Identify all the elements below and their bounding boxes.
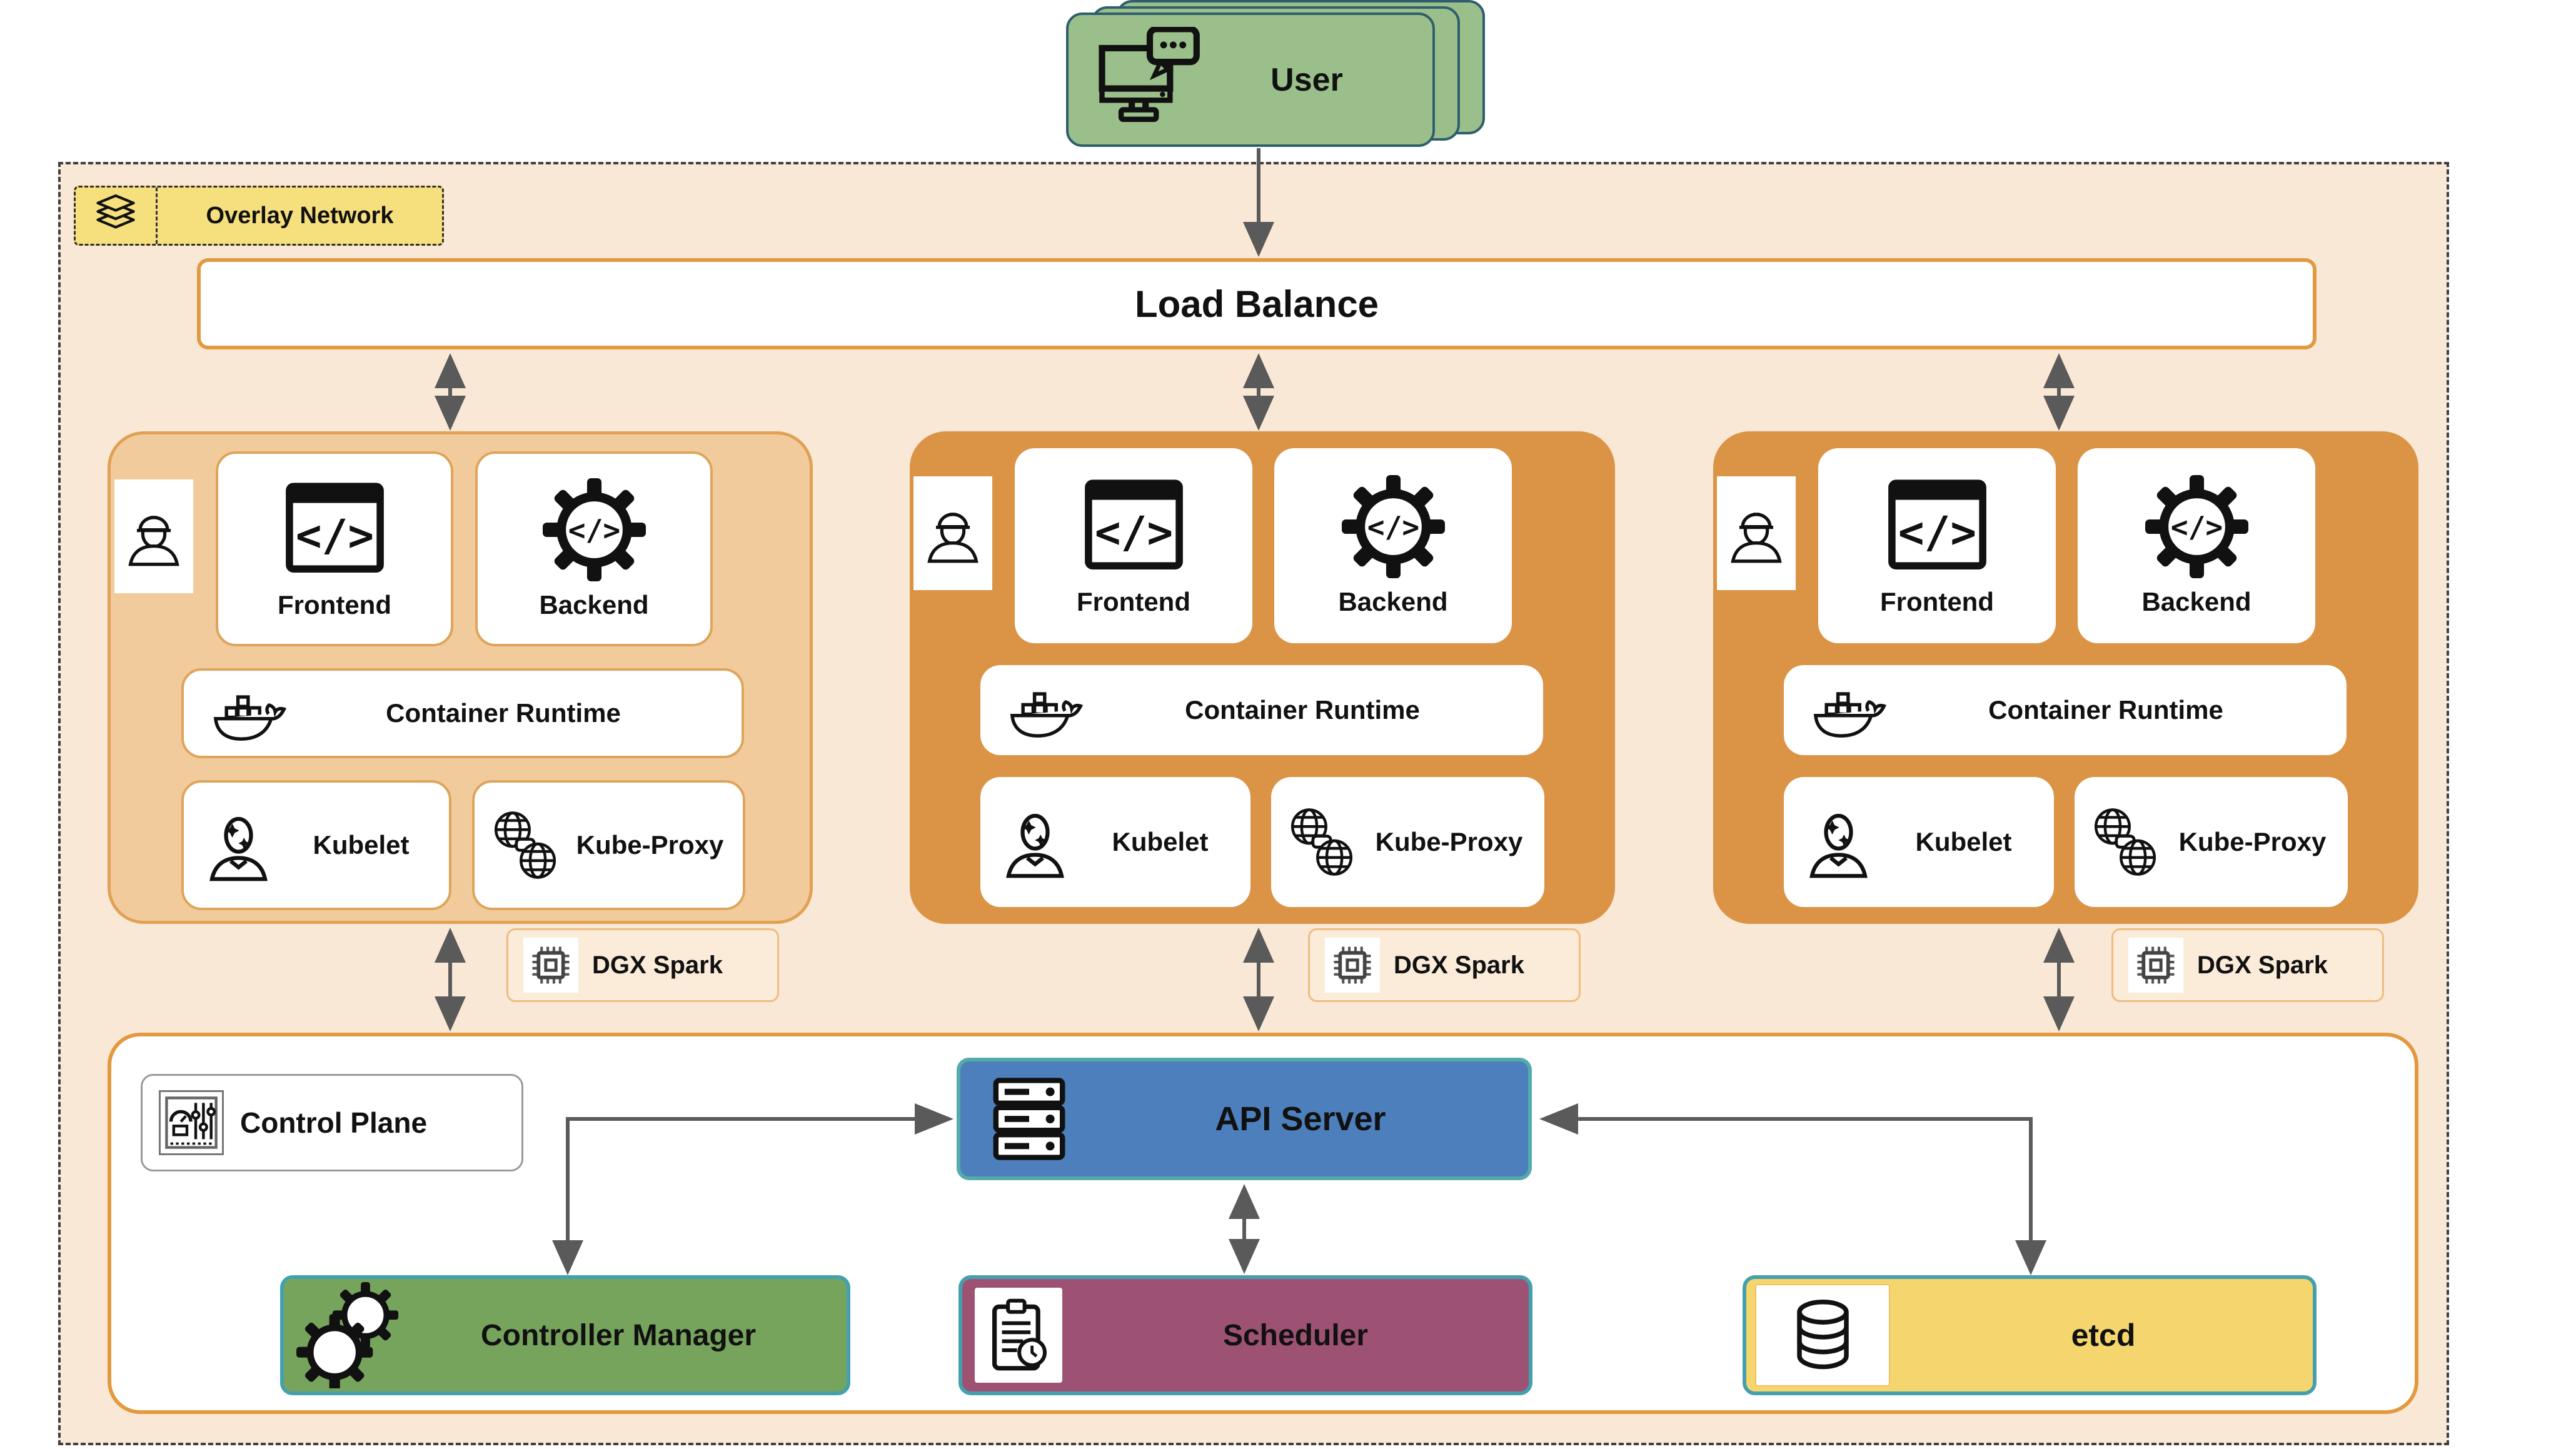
control-plane-badge: Control Plane (141, 1074, 523, 1171)
container-runtime-box: Container Runtime (980, 665, 1543, 755)
worker-icon (114, 479, 193, 593)
arrow-user-to-lb-head (1243, 222, 1274, 257)
etcd-label: etcd (2071, 1318, 2136, 1353)
control-plane-icon (159, 1090, 224, 1155)
database-icon (1755, 1284, 1890, 1386)
kubelet-box: Kubelet (181, 780, 451, 910)
worker-node-3: Frontend Backend Container Runtime Kubel… (1713, 431, 2418, 924)
kubelet-label: Kubelet (1915, 827, 2012, 856)
container-runtime-label: Container Runtime (1988, 695, 2223, 724)
dgx-spark-label-3: DGX Spark (2111, 928, 2384, 1002)
code-window-icon (1082, 475, 1185, 578)
dgx-spark-text: DGX Spark (2197, 951, 2328, 979)
chip-icon (523, 938, 578, 993)
controller-manager-box: Controller Manager (280, 1275, 850, 1395)
frontend-box: Frontend (216, 451, 453, 646)
kubelet-person-icon (1799, 803, 1878, 881)
scheduler-label: Scheduler (1222, 1318, 1369, 1352)
kubelet-box: Kubelet (980, 777, 1250, 907)
docker-whale-icon (1809, 676, 1890, 745)
controller-manager-label: Controller Manager (480, 1318, 757, 1352)
docker-whale-icon (1005, 676, 1087, 745)
kubelet-person-icon (996, 803, 1074, 881)
kube-proxy-globes-icon (488, 808, 562, 882)
worker-icon (1717, 476, 1796, 590)
dgx-spark-text: DGX Spark (592, 951, 723, 979)
kube-proxy-label: Kube-Proxy (576, 830, 724, 860)
dgx-spark-label-2: DGX Spark (1308, 928, 1581, 1002)
backend-label: Backend (1338, 586, 1448, 616)
kubelet-label: Kubelet (313, 830, 410, 860)
arrow-user-to-lb-shaft (1257, 148, 1260, 222)
load-balancer-label: Load Balance (1134, 283, 1379, 325)
frontend-label: Frontend (1077, 586, 1190, 616)
kube-proxy-globes-icon (2088, 805, 2162, 879)
gear-code-icon (543, 478, 646, 581)
clipboard-clock-icon (975, 1288, 1062, 1383)
code-window-icon (1886, 475, 1989, 578)
etcd-box: etcd (1743, 1275, 2317, 1395)
gear-code-icon (1342, 475, 1445, 578)
kube-proxy-box: Kube-Proxy (472, 780, 745, 910)
backend-box: Backend (475, 451, 713, 646)
backend-box: Backend (2078, 448, 2315, 643)
api-server-label: API Server (1215, 1100, 1386, 1138)
code-window-icon (283, 478, 386, 581)
container-runtime-box: Container Runtime (181, 668, 744, 758)
frontend-box: Frontend (1015, 448, 1252, 643)
layers-icon (76, 188, 158, 244)
docker-whale-icon (209, 679, 290, 748)
scheduler-box: Scheduler (958, 1275, 1532, 1395)
kubelet-person-icon (199, 806, 278, 885)
overlay-network-label: Overlay Network (206, 202, 394, 229)
worker-icon (913, 476, 992, 590)
frontend-label: Frontend (278, 589, 391, 619)
dgx-spark-text: DGX Spark (1394, 951, 1524, 979)
server-rack-icon (985, 1075, 1073, 1163)
kube-proxy-label: Kube-Proxy (2178, 827, 2327, 856)
frontend-label: Frontend (1880, 586, 1994, 616)
container-runtime-box: Container Runtime (1784, 665, 2347, 755)
chip-icon (2128, 938, 2183, 993)
gears-icon (296, 1282, 403, 1388)
monitor-chat-icon (1097, 27, 1203, 133)
container-runtime-label: Container Runtime (386, 698, 621, 728)
backend-label: Backend (2141, 586, 2251, 616)
kubelet-label: Kubelet (1112, 827, 1209, 856)
load-balancer-box: Load Balance (197, 258, 2317, 349)
dgx-spark-label-1: DGX Spark (506, 928, 779, 1002)
backend-box: Backend (1274, 448, 1512, 643)
backend-label: Backend (539, 589, 649, 619)
worker-node-1: Frontend Backend Container Runtime Kubel… (108, 431, 813, 924)
kube-proxy-label: Kube-Proxy (1375, 827, 1523, 856)
frontend-box: Frontend (1818, 448, 2056, 643)
chip-icon (1325, 938, 1380, 993)
kube-proxy-globes-icon (1285, 805, 1359, 879)
control-plane-label: Control Plane (240, 1106, 428, 1139)
worker-node-2: Frontend Backend Container Runtime Kubel… (910, 431, 1615, 924)
kube-proxy-box: Kube-Proxy (1271, 777, 1544, 907)
container-runtime-label: Container Runtime (1185, 695, 1420, 724)
api-server-box: API Server (957, 1058, 1532, 1180)
user-label: User (1270, 61, 1343, 98)
kubelet-box: Kubelet (1784, 777, 2054, 907)
kube-proxy-box: Kube-Proxy (2075, 777, 2348, 907)
overlay-network-chip: Overlay Network (74, 186, 444, 246)
user-card: User (1066, 13, 1435, 147)
gear-code-icon (2145, 475, 2248, 578)
